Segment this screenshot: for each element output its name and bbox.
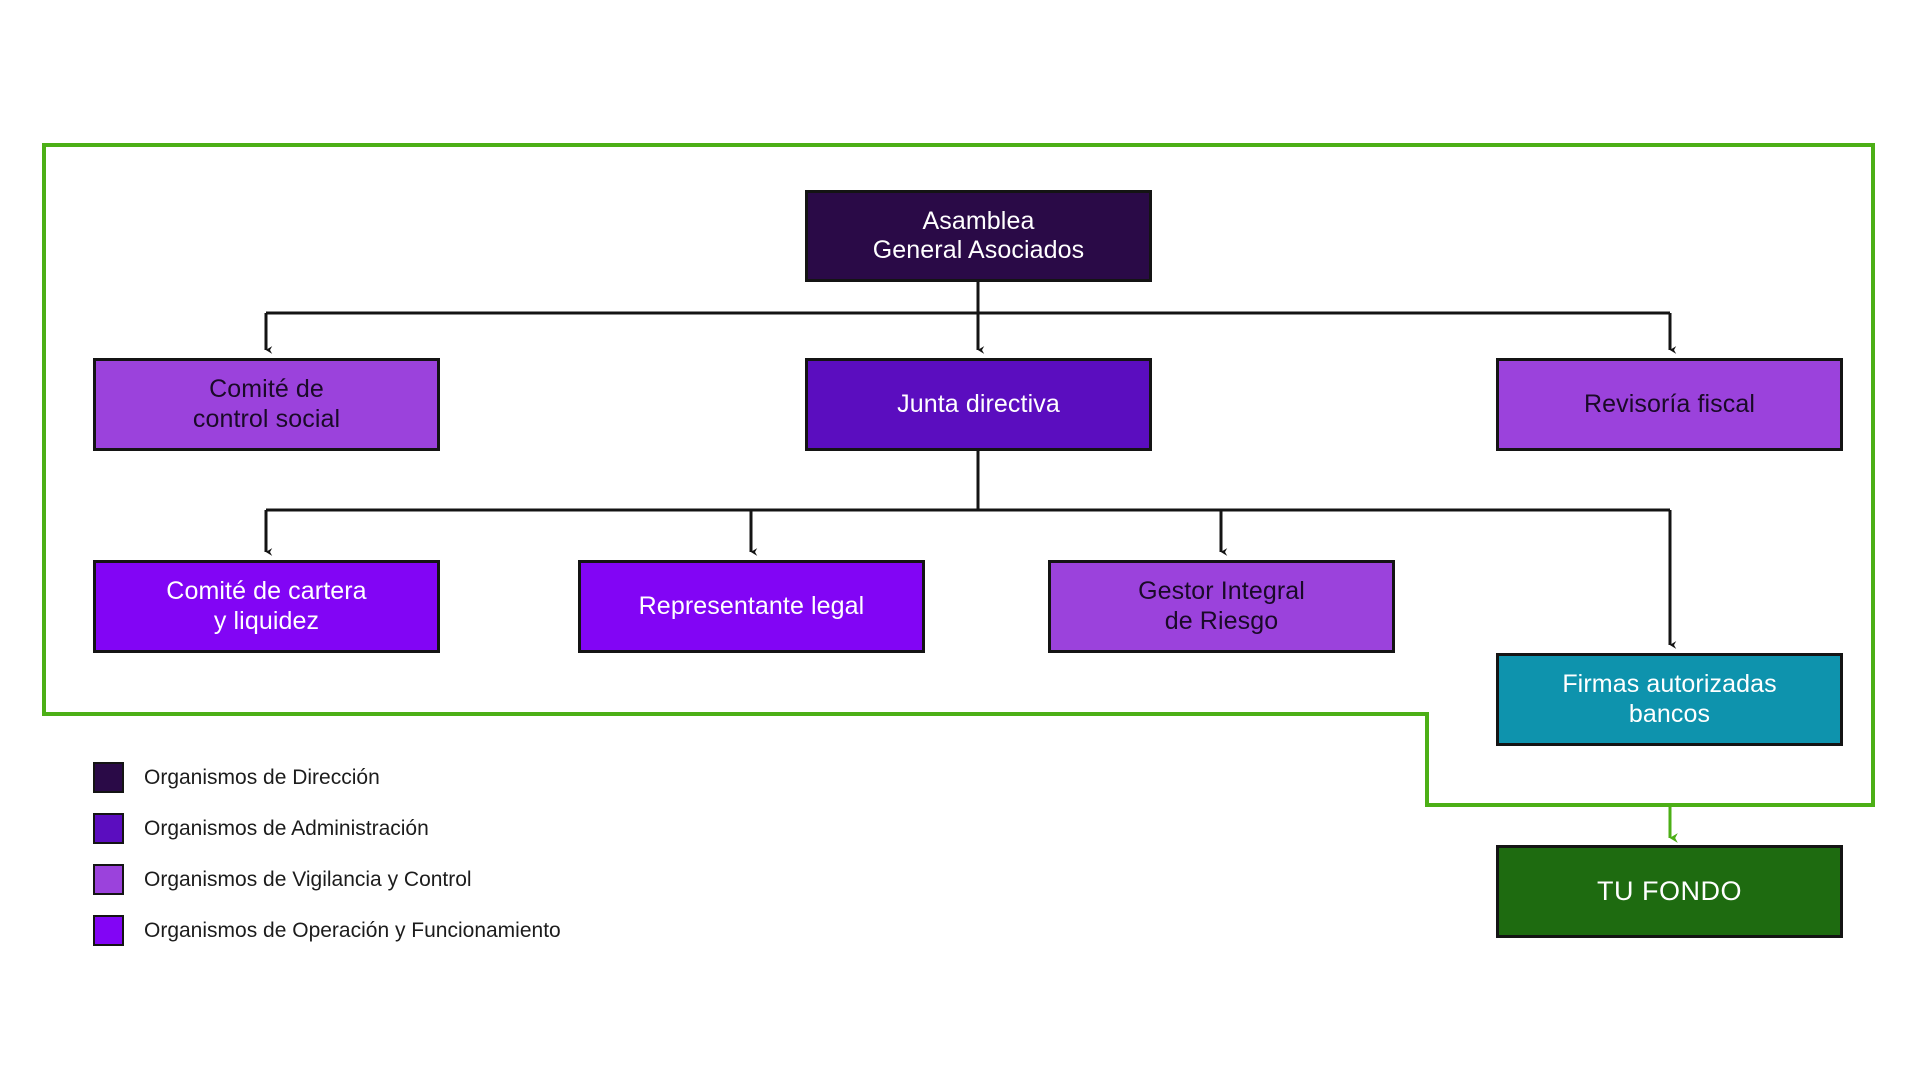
legend-label-direccion: Organismos de Dirección: [144, 765, 380, 789]
legend-label-vigilancia: Organismos de Vigilancia y Control: [144, 867, 472, 891]
legend-swatch-vigilancia: [93, 864, 124, 895]
legend-label-operacion: Organismos de Operación y Funcionamiento: [144, 918, 561, 942]
legend-swatch-operacion: [93, 915, 124, 946]
legend-item-direccion: Organismos de Dirección: [93, 752, 733, 803]
legend-item-operacion: Organismos de Operación y Funcionamiento: [93, 905, 733, 956]
legend-label-administracion: Organismos de Administración: [144, 816, 429, 840]
node-junta-directiva[interactable]: Junta directiva: [805, 358, 1152, 451]
node-gestor-integral-de-riesgo[interactable]: Gestor Integral de Riesgo: [1048, 560, 1395, 653]
legend-swatch-administracion: [93, 813, 124, 844]
node-tu-fondo[interactable]: TU FONDO: [1496, 845, 1843, 938]
node-asamblea-general-asociados[interactable]: Asamblea General Asociados: [805, 190, 1152, 282]
legend-item-administracion: Organismos de Administración: [93, 803, 733, 854]
legend-swatch-direccion: [93, 762, 124, 793]
legend-item-vigilancia: Organismos de Vigilancia y Control: [93, 854, 733, 905]
legend: Organismos de Dirección Organismos de Ad…: [93, 752, 733, 956]
node-revisoria-fiscal[interactable]: Revisoría fiscal: [1496, 358, 1843, 451]
node-comite-de-cartera-y-liquidez[interactable]: Comité de cartera y liquidez: [93, 560, 440, 653]
node-comite-de-control-social[interactable]: Comité de control social: [93, 358, 440, 451]
node-firmas-autorizadas-bancos[interactable]: Firmas autorizadas bancos: [1496, 653, 1843, 746]
node-representante-legal[interactable]: Representante legal: [578, 560, 925, 653]
